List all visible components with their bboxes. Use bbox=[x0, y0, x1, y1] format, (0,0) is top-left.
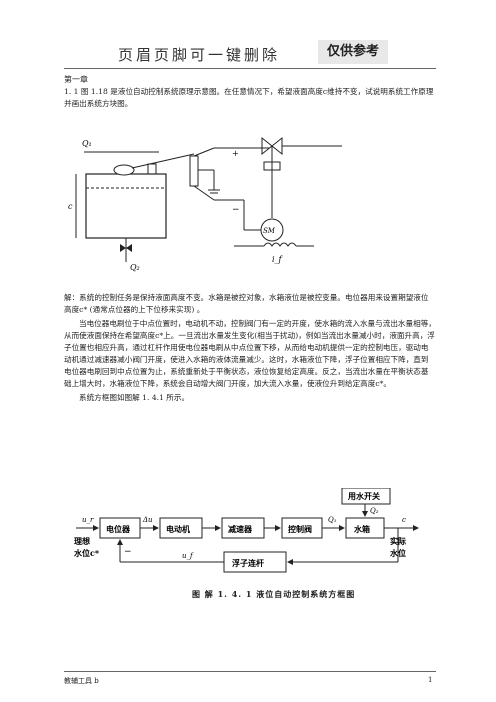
ur-label: u_r bbox=[82, 516, 94, 524]
water-tank bbox=[85, 173, 167, 239]
reference-badge: 仅供参考 bbox=[318, 40, 388, 64]
motor-icon bbox=[260, 218, 284, 242]
feedback-minus-sign: − bbox=[124, 547, 132, 557]
tank-label: 水箱 bbox=[353, 524, 370, 534]
switch-label: 用水开关 bbox=[347, 491, 380, 501]
motor-label: 电动机 bbox=[166, 524, 190, 534]
diagram-caption: 图 解 1. 4. 1 液位自动控制系统方框图 bbox=[192, 589, 356, 599]
float-icon bbox=[113, 164, 135, 176]
valve-label: 控制阀 bbox=[288, 524, 312, 534]
potentiometer-label: 电位器 bbox=[106, 524, 131, 534]
chapter-heading: 第一章 bbox=[64, 75, 88, 84]
problem-statement: 1. 1 图 1.18 是液位自动控制系统原理示意图。在任意情况下，希望液面高度… bbox=[64, 86, 434, 110]
q2-label: Q₂ bbox=[130, 263, 140, 272]
plus-sign: + bbox=[232, 149, 239, 158]
solution-text: 解：系统的控制任务是保持液面高度不变。水箱是被控对象，水箱液位是被控变量。电位器… bbox=[64, 292, 436, 406]
minus-sign: − bbox=[232, 205, 240, 215]
if-label: i_f bbox=[272, 255, 284, 264]
field-coil-icon bbox=[263, 242, 297, 247]
lever-arm bbox=[131, 153, 195, 169]
block-diagram: u_r 理想 水位c* 电位器 Δu 电动机 减速器 控制阀 Q₁ 水箱 用水开… bbox=[73, 488, 419, 573]
liquid-level-schematic: Q₁ c Q₂ + − SM i_f bbox=[68, 136, 342, 272]
solution-paragraph-3: 系统方框图如图解 1. 4.1 所示。 bbox=[79, 393, 190, 402]
problem-number: 1. 1 bbox=[64, 87, 79, 96]
q1-signal-label: Q₁ bbox=[328, 516, 337, 524]
lever-pivot bbox=[147, 163, 157, 175]
solution-paragraph-2: 当电位器电刷位于中点位置时，电动机不动，控制阀门有一定的开度，使水箱的流入水量与… bbox=[64, 319, 436, 388]
reducer-label: 减速器 bbox=[228, 524, 253, 534]
inlet-valve-icon bbox=[261, 136, 283, 156]
header-rule bbox=[64, 68, 436, 69]
outlet-valve-icon bbox=[120, 244, 132, 252]
potentiometer-icon bbox=[189, 155, 199, 187]
c-label: c bbox=[68, 202, 73, 211]
left-label-bottom: 水位c* bbox=[73, 548, 100, 558]
left-label-top: 理想 bbox=[74, 536, 90, 546]
float-linkage-label: 浮子连杆 bbox=[232, 558, 264, 568]
c-output-label: c bbox=[402, 516, 406, 524]
sm-label: SM bbox=[263, 227, 276, 235]
header-title: 页眉页脚可一键删除 bbox=[118, 46, 281, 64]
du-label: Δu bbox=[142, 516, 153, 524]
uf-label: u_f bbox=[182, 552, 194, 560]
problem-text: 图 1.18 是液位自动控制系统原理示意图。在任意情况下，希望液面高度c维持不变… bbox=[64, 87, 434, 108]
switch-block bbox=[341, 488, 391, 505]
q2-signal-label: Q₂ bbox=[370, 507, 379, 515]
q1-label: Q₁ bbox=[82, 139, 92, 148]
footer-rule bbox=[64, 671, 436, 672]
footer-text: 教辅工具 b bbox=[64, 677, 99, 685]
solution-paragraph-1: 解：系统的控制任务是保持液面高度不变。水箱是被控对象，水箱液位是被控变量。电位器… bbox=[64, 293, 429, 314]
page-number: 1 bbox=[428, 676, 433, 684]
reducer-icon bbox=[263, 161, 281, 171]
